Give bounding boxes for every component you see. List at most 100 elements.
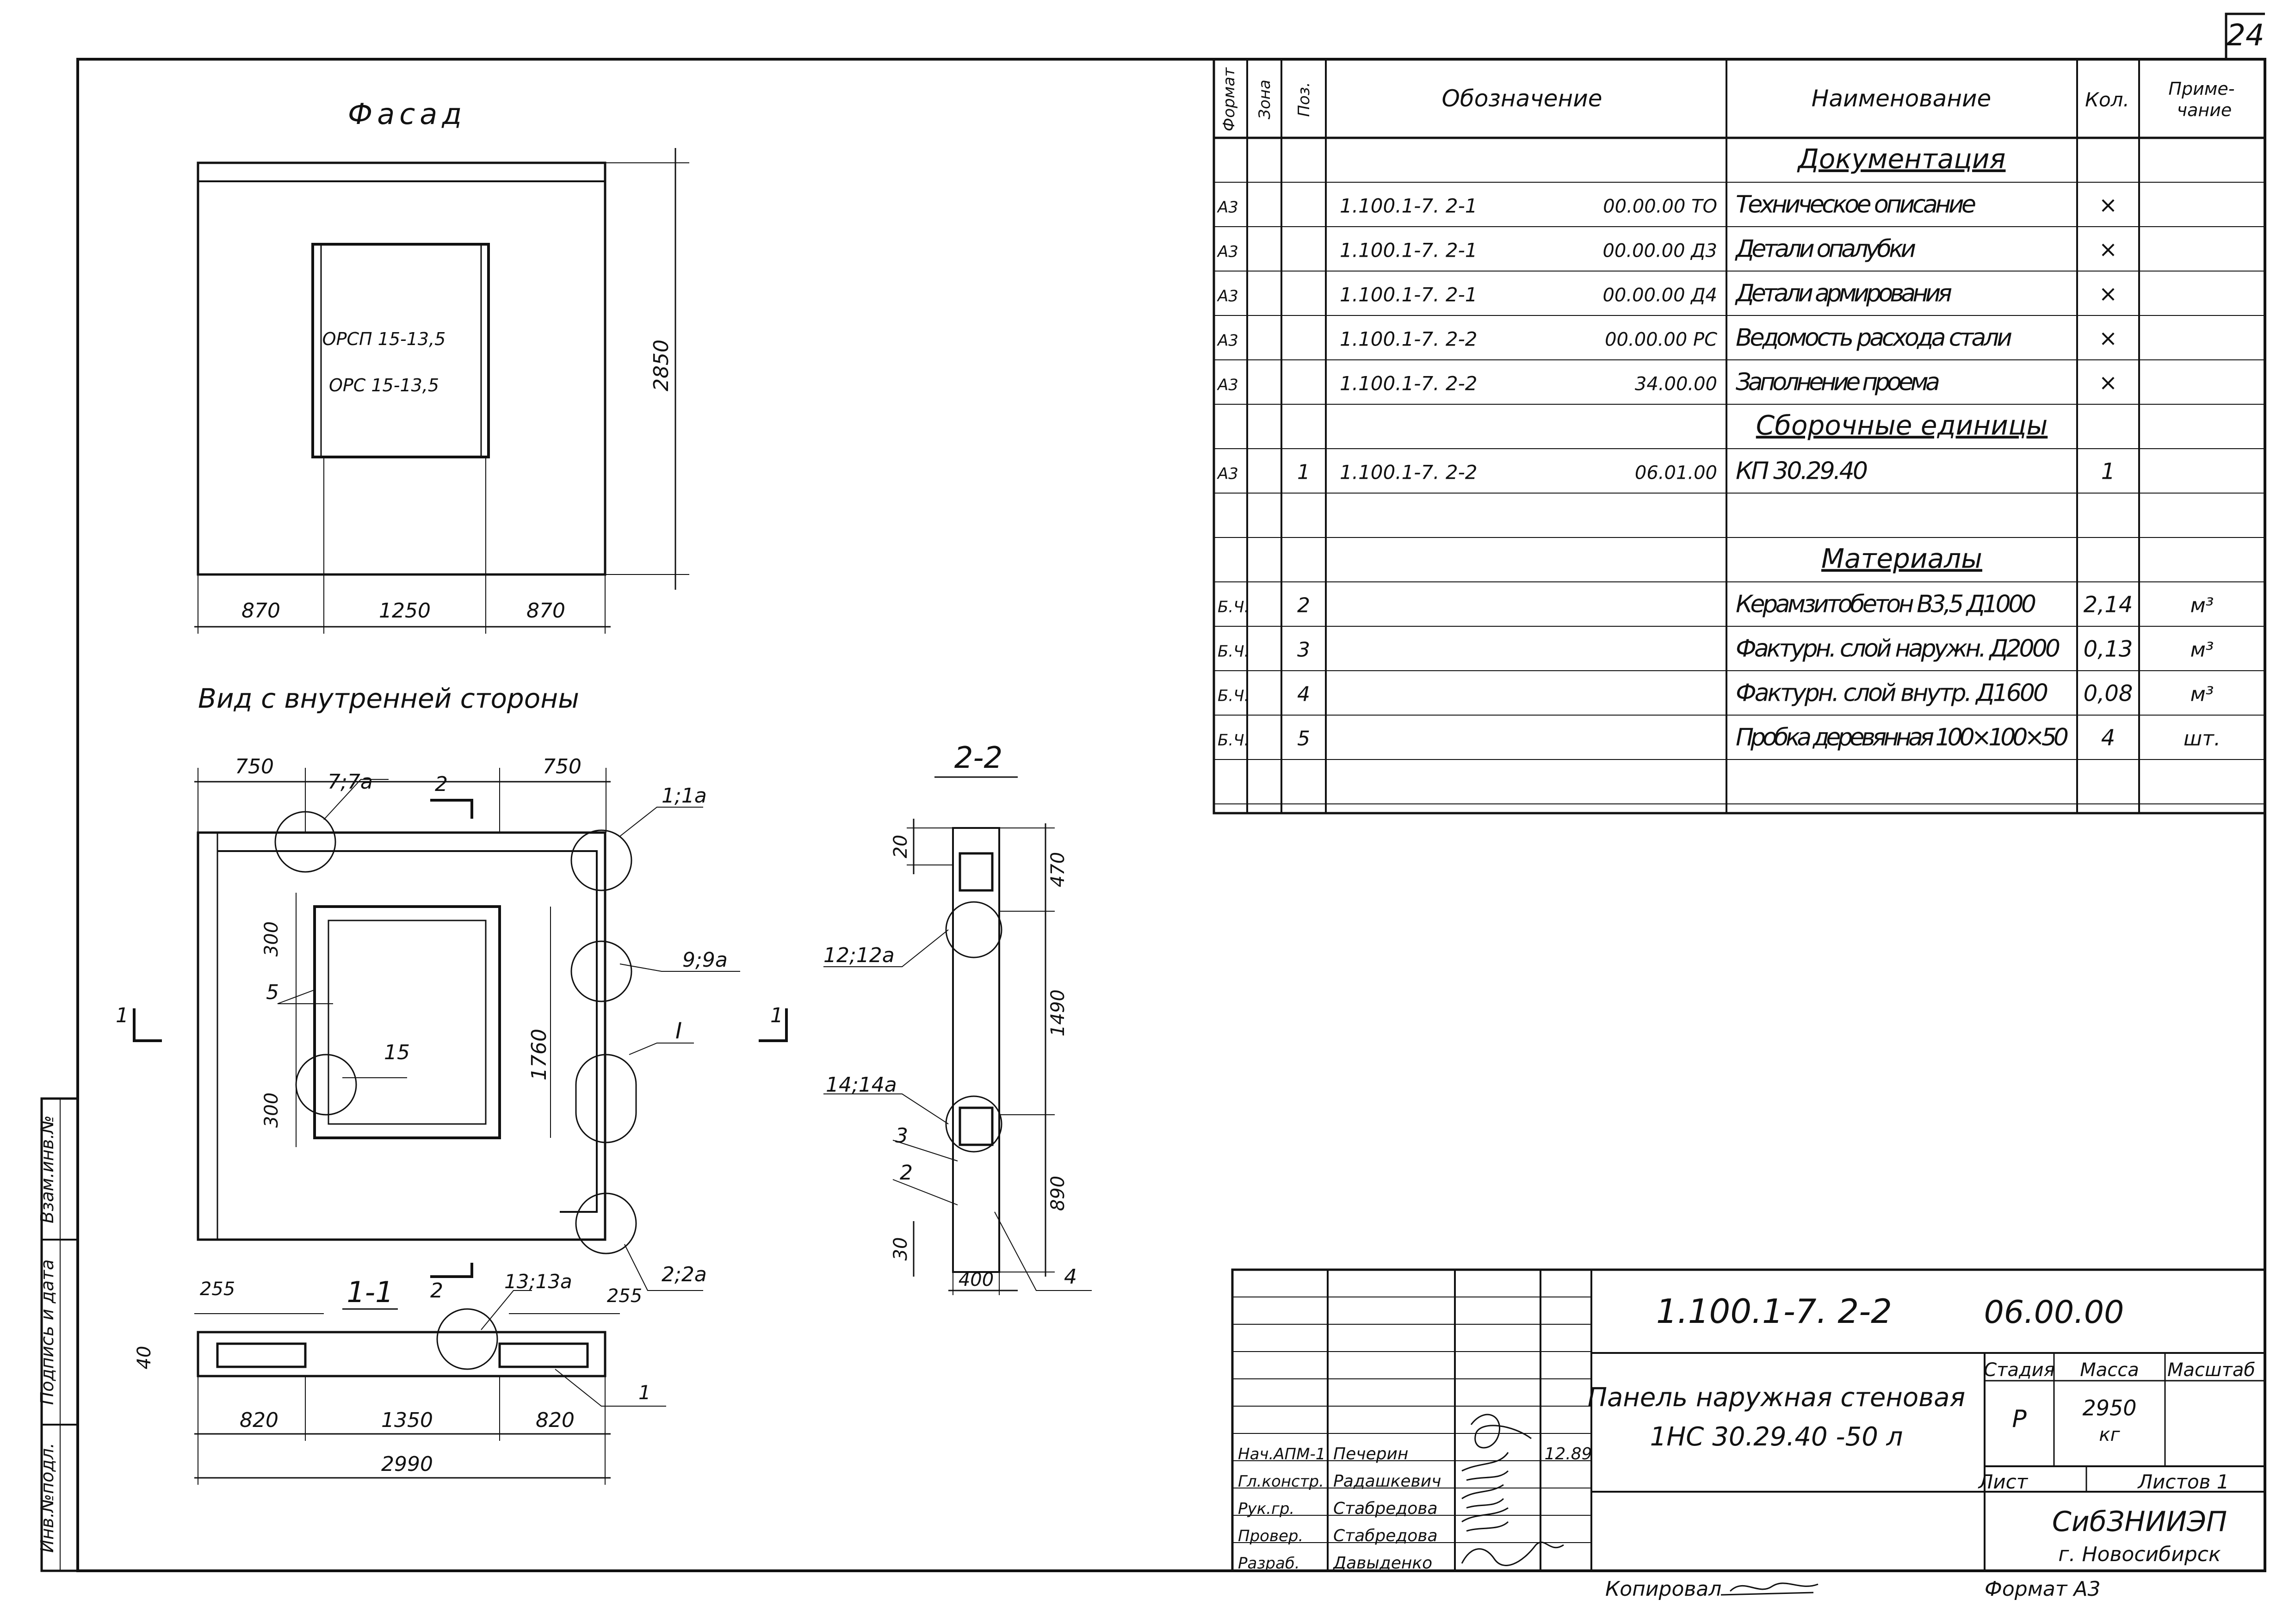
inner-dim-top-left: 750 [235,755,274,778]
signer-name: Печерин [1333,1445,1408,1463]
stage-label: Стадия [1984,1359,2054,1381]
spec-cell-pos: 1 [1297,460,1310,484]
spec-cell-format: Б.Ч. [1218,598,1249,616]
label-1-1a: 1;1а [662,784,707,808]
doc-code: 1.100.1-7. 2-2 [1656,1292,1892,1331]
mass-unit: кг [2099,1424,2120,1445]
spec-cell-note: м³ [2190,638,2214,661]
side-stamp: Взам.инв.№ Подпись и дата Инв.№подл. [37,1097,79,1572]
spec-cell-qty: × [2099,325,2117,351]
sec22-dim-1490: 1490 [1047,989,1069,1037]
spec-cell-format: Б.Ч. [1218,642,1249,661]
facade-dim-3: 870 [526,599,565,623]
title-block: 1.100.1-7. 2-2 06.00.00 Панель наружная … [1231,1268,2266,1601]
signer-row: Провер. Стабредова [1238,1526,1438,1545]
spec-header-zone: Зона [1256,80,1274,119]
spec-row: Сборочные единицы [1756,409,2048,441]
sec22-dim-30: 30 [890,1237,911,1261]
stage-value: Р [2012,1405,2027,1433]
item-name-line-1: Панель наружная стеновая [1588,1383,1965,1413]
inner-window-opening [313,905,501,1139]
spec-cell-format: А3 [1217,242,1238,261]
stamp-replacement: Взам.инв.№ [37,1115,57,1223]
sec22-dim-890: 890 [1047,1176,1069,1211]
spec-cell-name: Фактурн. слой внутр. Д1600 [1736,679,2048,707]
spec-cell-code: 1.100.1-7. 2-2 [1340,372,1478,395]
label-2-sec22: 2 [900,1161,913,1185]
spec-cell-pos: 3 [1297,638,1310,661]
organization: СибЗНИИЭП [2052,1506,2227,1538]
facade-view: Фасад ОРСП 15-13,5 ОРС 15-13,5 2850 870 … [194,97,689,634]
label-1-left: 1 [116,1004,129,1027]
spec-cell-pos: 4 [1297,682,1310,706]
signer-row: Нач.АПМ-1 Печерин [1238,1445,1408,1463]
inner-dim-300-bottom: 300 [261,1093,282,1128]
inner-panel-outline [197,831,606,1241]
facade-outline [197,161,606,576]
spec-cell-qty: 1 [2101,458,2116,484]
section-1-1-body [197,1331,606,1377]
mass-value: 2950 [2082,1396,2136,1420]
section-1-1: 1-1 13;13а 1 255 255 40 820 1350 820 299… [134,1270,666,1485]
spec-cell-name: Детали армирования [1735,279,1952,307]
spec-cell-code-suffix: 00.00.00 РС [1605,329,1717,350]
label-2-bottom: 2 [430,1279,443,1303]
spec-cell-name: Пробка деревянная 100×100×50 [1736,723,2069,751]
mass-label: Масса [2080,1359,2139,1381]
sheet-frame [76,58,2266,1572]
sec22-dim-470: 470 [1047,852,1069,887]
stamp-inventory: Инв.№подл. [37,1443,57,1553]
sec11-dim-255-right: 255 [607,1285,642,1307]
spec-cell-qty: 2,14 [2084,592,2133,617]
signer-role: Провер. [1238,1527,1303,1545]
sheet-label: Лист [1978,1470,2029,1493]
spec-cell-code: 1.100.1-7. 2-2 [1340,461,1478,483]
spec-cell-note: м³ [2190,593,2214,617]
spec-cell-qty: × [2099,281,2117,307]
facade-dim-2: 1250 [379,599,431,623]
spec-cell-pos: 2 [1297,593,1310,617]
sec11-dim-2990: 2990 [381,1452,433,1476]
label-4: 4 [1064,1265,1077,1289]
signer-name: Стабредова [1333,1526,1438,1545]
spec-cell-format: А3 [1217,198,1238,216]
spec-cell-format: А3 [1217,287,1238,305]
copied-by: Копировал [1605,1577,1721,1601]
stamp-signature-date: Подпись и дата [37,1260,57,1405]
spec-row: Б.Ч. 2 Керамзитобетон В3,5 Д1000 2,14 м³ [1218,590,2214,618]
spec-cell-qty: 4 [2101,725,2116,751]
spec-header-code: Обозначение [1442,85,1602,112]
spec-header-name: Наименование [1812,85,1992,112]
spec-cell-code-suffix: 00.00.00 Д4 [1602,284,1717,306]
spec-cell-pos: 5 [1297,727,1310,750]
sheet-number: 24 [2227,19,2264,53]
spec-cell-name: Техническое описание [1736,191,1976,218]
signer-role: Нач.АПМ-1 [1238,1445,1325,1463]
label-2-2a: 2;2а [662,1263,707,1286]
sec11-dim-255-left: 255 [200,1278,235,1300]
inner-view-title: Вид с внутренней стороны [198,683,579,714]
spec-cell-name: Керамзитобетон В3,5 Д1000 [1736,590,2036,618]
signer-row: Разраб.Давыденко [1238,1554,1432,1573]
spec-cell-format: А3 [1217,464,1238,483]
facade-title: Фасад [348,97,466,131]
sec22-dim-20: 20 [890,835,911,858]
city: г. Новосибирск [2058,1543,2221,1566]
label-5: 5 [266,981,279,1004]
label-1-right: 1 [770,1004,783,1027]
spec-cell-name: Заполнение проема [1736,368,1940,396]
item-name-line-2: 1НС 30.29.40 -50 л [1650,1422,1903,1452]
signature-marks [1461,1414,1564,1566]
spec-header-pos: Поз. [1295,82,1313,117]
section-2-2-title: 2-2 [954,741,1003,775]
signer-name: Радашкевич [1333,1472,1441,1491]
spec-cell-format: Б.Ч. [1218,731,1249,749]
spec-cell-qty: 0,13 [2084,636,2133,662]
spec-cell-code-suffix: 06.01.00 [1635,462,1717,483]
spec-cell-code-suffix: 00.00.00 Д3 [1602,240,1717,261]
